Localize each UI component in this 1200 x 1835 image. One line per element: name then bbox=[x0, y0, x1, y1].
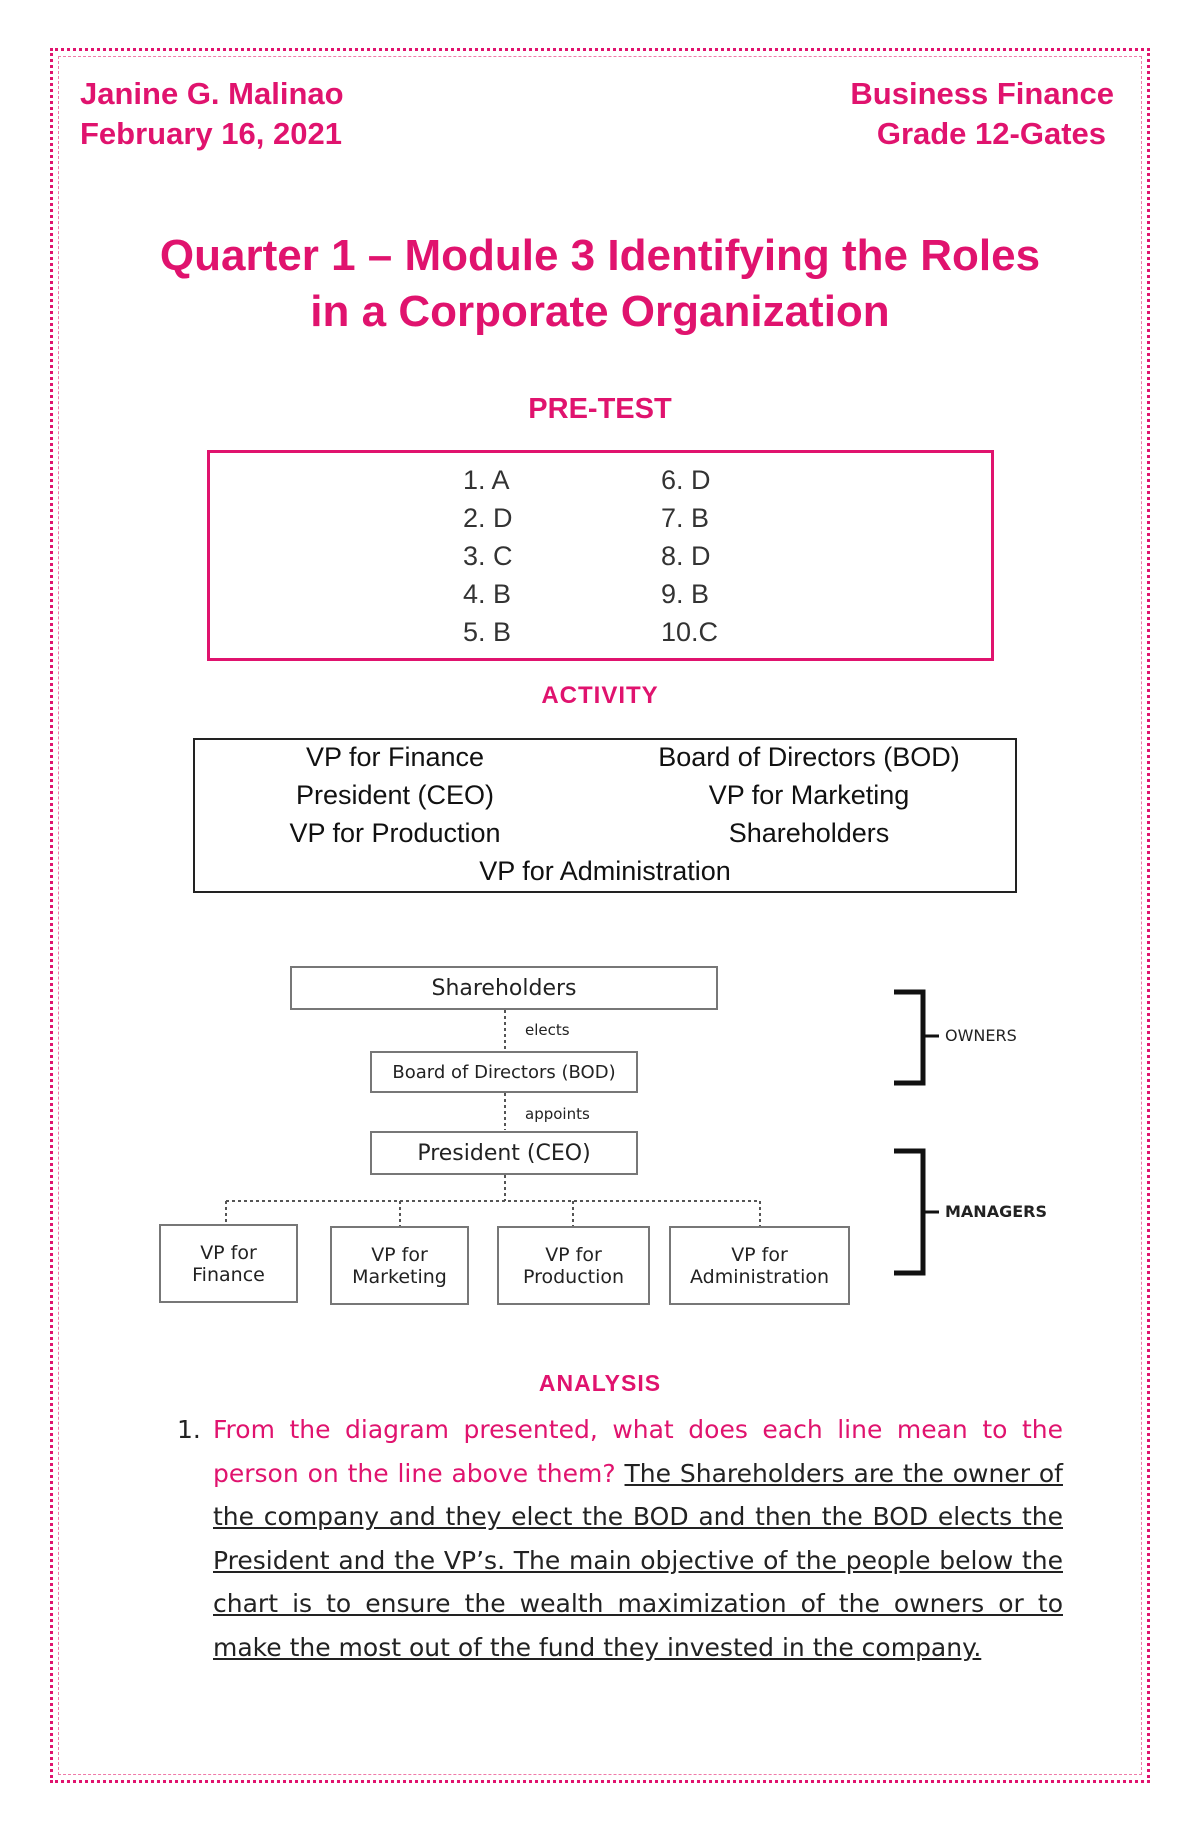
owners-label: OWNERS bbox=[945, 1026, 1017, 1045]
analysis-item: 1. From the diagram presented, what does… bbox=[213, 1408, 1063, 1669]
analysis-answer: The Shareholders are the owner of the co… bbox=[213, 1459, 1063, 1662]
elects-label: elects bbox=[525, 1021, 570, 1039]
president-node: President (CEO) bbox=[370, 1131, 638, 1175]
question-number: 1. bbox=[177, 1408, 201, 1452]
shareholders-node: Shareholders bbox=[290, 966, 718, 1010]
analysis-heading: ANALYSIS bbox=[0, 1370, 1200, 1397]
vp-finance-node: VP for Finance bbox=[159, 1224, 298, 1303]
vp-administration-node: VP for Administration bbox=[669, 1226, 850, 1305]
vp-marketing-node: VP for Marketing bbox=[330, 1226, 469, 1305]
bod-node: Board of Directors (BOD) bbox=[370, 1051, 638, 1093]
owners-bracket bbox=[894, 992, 923, 1083]
appoints-label: appoints bbox=[525, 1105, 590, 1123]
managers-bracket bbox=[894, 1151, 923, 1273]
managers-label: MANAGERS bbox=[945, 1202, 1047, 1221]
vp-production-node: VP for Production bbox=[497, 1226, 650, 1305]
